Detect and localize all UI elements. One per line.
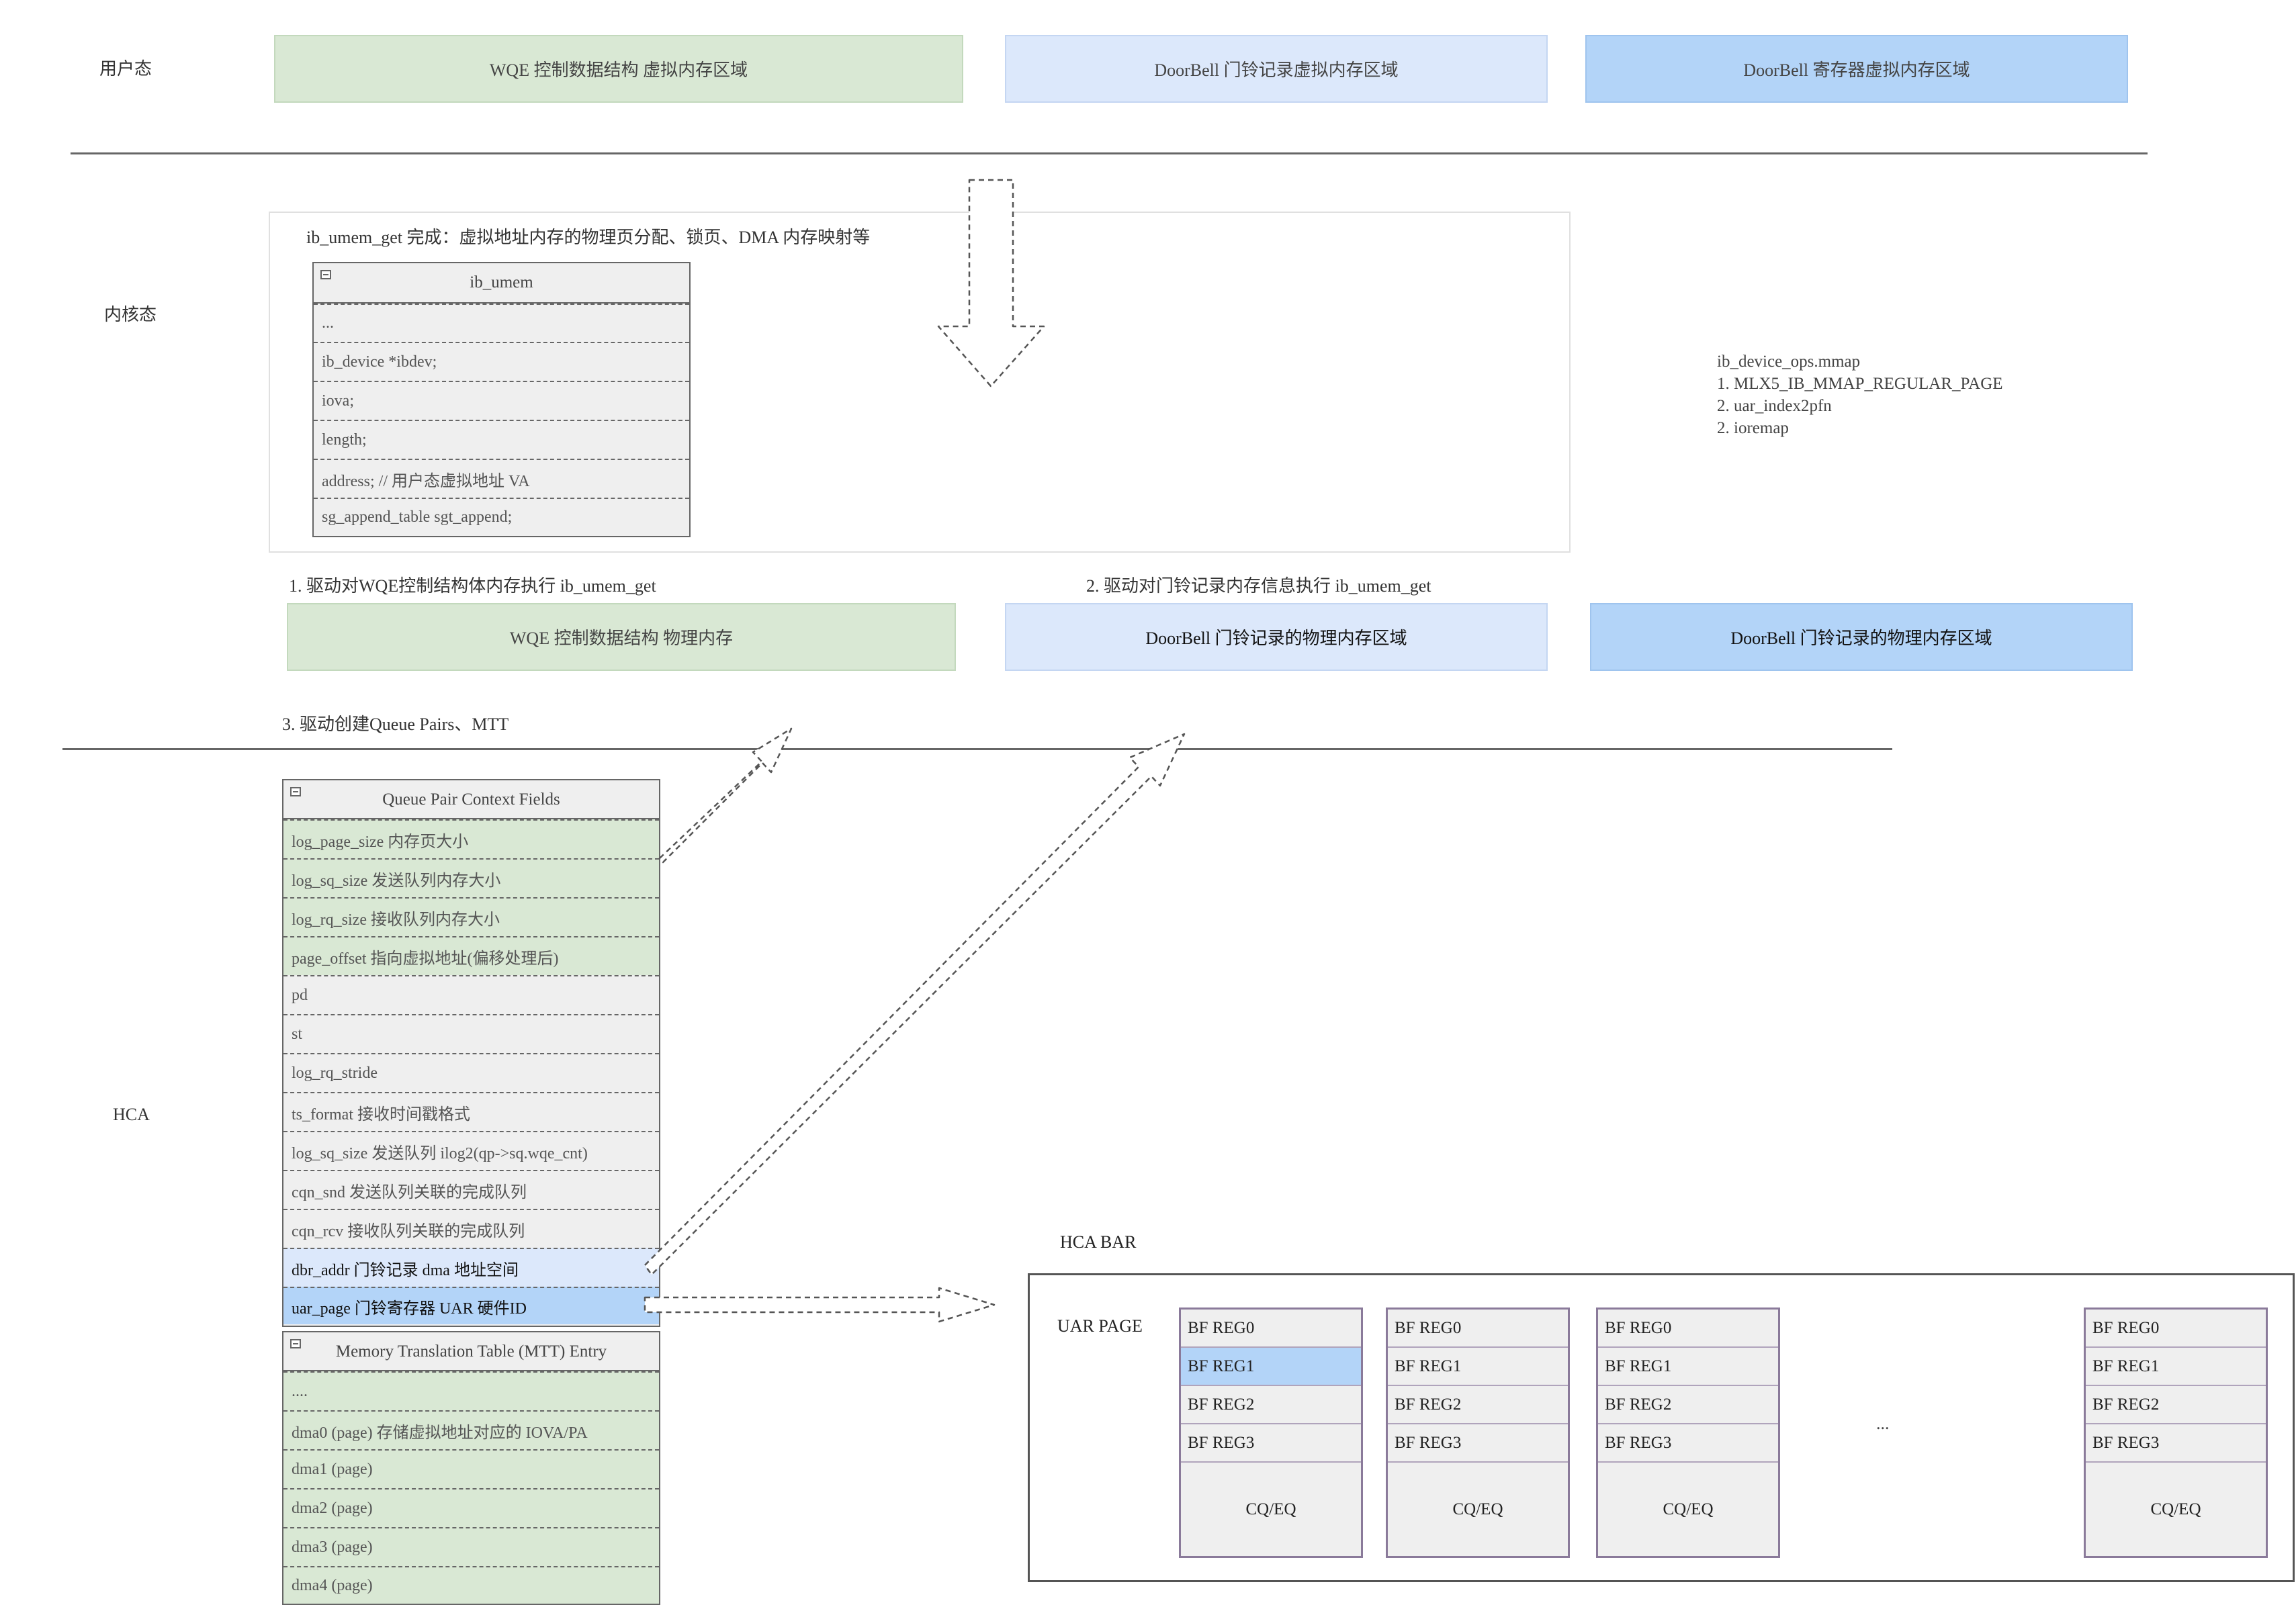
qp-field-log-sq-size-ilog: log_sq_size 发送队列 ilog2(qp->sq.wqe_cnt) [283, 1131, 659, 1170]
ib-umem-field: ... [314, 304, 689, 342]
uar-page-label: UAR PAGE [1057, 1316, 1143, 1336]
cq-eq-area: CQ/EQ [2150, 1500, 2201, 1518]
uar-page-column: BF REG0 BF REG1 BF REG2 BF REG3 CQ/EQ [1596, 1308, 1780, 1558]
down-arrow-icon [937, 179, 1045, 387]
physical-wqe-region-label: WQE 控制数据结构 物理内存 [509, 629, 734, 648]
cq-eq-area: CQ/EQ [1452, 1500, 1503, 1518]
uar-page-column: BF REG0 BF REG1 BF REG2 BF REG3 CQ/EQ [1179, 1308, 1363, 1558]
bf-reg-highlighted: BF REG1 [1181, 1348, 1361, 1386]
bf-reg: BF REG1 [2086, 1348, 2266, 1386]
uar-page-column: BF REG0 BF REG1 BF REG2 BF REG3 CQ/EQ [1386, 1308, 1570, 1558]
mtt-field: dma0 (page) 存储虚拟地址对应的 IOVA/PA [283, 1410, 659, 1449]
uar-page-ellipsis: ... [1876, 1414, 1890, 1433]
bf-reg: BF REG2 [2086, 1386, 2266, 1424]
qp-field-ts-format: ts_format 接收时间戳格式 [283, 1092, 659, 1131]
uar-page-column: BF REG0 BF REG1 BF REG2 BF REG3 CQ/EQ [2084, 1308, 2268, 1558]
user-doorbell-record-region: DoorBell 门铃记录虚拟内存区域 [1005, 35, 1548, 103]
cq-eq-area: CQ/EQ [1245, 1500, 1296, 1518]
ib-umem-title: ib_umem [470, 273, 533, 291]
physical-wqe-region: WQE 控制数据结构 物理内存 [287, 603, 956, 671]
step2-label: 2. 驱动对门铃记录内存信息执行 ib_umem_get [1086, 576, 1431, 596]
collapse-icon[interactable] [320, 270, 331, 279]
bf-reg: BF REG3 [2086, 1424, 2266, 1463]
qp-field-log-rq-size: log_rq_size 接收队列内存大小 [283, 897, 659, 936]
user-doorbell-register-region-label: DoorBell 寄存器虚拟内存区域 [1743, 60, 1970, 80]
bf-reg: BF REG1 [1388, 1348, 1568, 1386]
kernel-hca-divider [62, 748, 1892, 750]
bf-reg: BF REG1 [1598, 1348, 1778, 1386]
mtt-field: dma4 (page) [283, 1566, 659, 1604]
user-mode-label: 用户态 [99, 59, 152, 79]
hca-label: HCA [113, 1105, 150, 1124]
ib-umem-table: ib_umem ... ib_device *ibdev; iova; leng… [312, 262, 691, 537]
bf-reg: BF REG0 [1388, 1310, 1568, 1348]
user-doorbell-record-region-label: DoorBell 门铃记录虚拟内存区域 [1154, 60, 1399, 80]
ib-umem-field: length; [314, 420, 689, 459]
bf-reg: BF REG3 [1598, 1424, 1778, 1463]
qp-context-title: Queue Pair Context Fields [382, 790, 560, 809]
arrow-to-doorbell-record-icon [644, 733, 1186, 1276]
qp-field-pd: pd [283, 975, 659, 1014]
mmap-note-line: 2. ioremap [1717, 419, 1789, 437]
kernel-mode-label: 内核态 [104, 305, 157, 324]
qp-field-log-rq-stride: log_rq_stride [283, 1053, 659, 1092]
mmap-note: ib_device_ops.mmap 1. MLX5_IB_MMAP_REGUL… [1717, 351, 2003, 439]
ib-umem-header: ib_umem [314, 263, 689, 304]
hca-bar-title: HCA BAR [1060, 1232, 1137, 1252]
qp-field-cqn-rcv: cqn_rcv 接收队列关联的完成队列 [283, 1209, 659, 1248]
ib-umem-field: ib_device *ibdev; [314, 342, 689, 381]
mtt-header: Memory Translation Table (MTT) Entry [283, 1332, 659, 1371]
qp-field-st: st [283, 1014, 659, 1053]
qp-field-log-sq-size: log_sq_size 发送队列内存大小 [283, 858, 659, 897]
mtt-field: dma2 (page) [283, 1488, 659, 1527]
physical-doorbell-register-region-label: DoorBell 门铃记录的物理内存区域 [1730, 629, 1992, 648]
physical-doorbell-record-region: DoorBell 门铃记录的物理内存区域 [1005, 603, 1548, 671]
qp-field-uar-page: uar_page 门铃寄存器 UAR 硬件ID [283, 1287, 659, 1324]
ib-umem-field: address; // 用户态虚拟地址 VA [314, 459, 689, 498]
step3-label: 3. 驱动创建Queue Pairs、MTT [282, 715, 509, 734]
user-kernel-divider [71, 152, 2148, 154]
user-doorbell-register-region: DoorBell 寄存器虚拟内存区域 [1585, 35, 2128, 103]
bf-reg: BF REG2 [1181, 1386, 1361, 1424]
collapse-icon[interactable] [290, 787, 301, 796]
bf-reg: BF REG3 [1388, 1424, 1568, 1463]
collapse-icon[interactable] [290, 1339, 301, 1348]
mmap-note-line: 2. uar_index2pfn [1717, 397, 1832, 415]
arrow-to-wqe-physical-icon [658, 727, 793, 864]
ib-umem-field: sg_append_table sgt_append; [314, 498, 689, 536]
mtt-table: Memory Translation Table (MTT) Entry ...… [282, 1331, 660, 1605]
mmap-note-line: ib_device_ops.mmap [1717, 353, 1861, 371]
mtt-field: dma3 (page) [283, 1527, 659, 1566]
mmap-note-line: 1. MLX5_IB_MMAP_REGULAR_PAGE [1717, 375, 2003, 393]
umem-get-note: ib_umem_get 完成：虚拟地址内存的物理页分配、锁页、DMA 内存映射等 [306, 228, 871, 247]
bf-reg: BF REG0 [2086, 1310, 2266, 1348]
qp-field-page-offset: page_offset 指向虚拟地址(偏移处理后) [283, 936, 659, 975]
bf-reg: BF REG0 [1598, 1310, 1778, 1348]
qp-context-table: Queue Pair Context Fields log_page_size … [282, 779, 660, 1327]
qp-context-header: Queue Pair Context Fields [283, 780, 659, 819]
physical-doorbell-record-region-label: DoorBell 门铃记录的物理内存区域 [1145, 629, 1407, 648]
ib-umem-field: iova; [314, 381, 689, 420]
bf-reg: BF REG0 [1181, 1310, 1361, 1348]
bf-reg: BF REG2 [1388, 1386, 1568, 1424]
arrow-to-uar-page-icon [644, 1287, 996, 1323]
user-wqe-region-label: WQE 控制数据结构 虚拟内存区域 [489, 60, 748, 80]
mtt-field: dma1 (page) [283, 1449, 659, 1488]
mtt-title: Memory Translation Table (MTT) Entry [335, 1342, 607, 1361]
user-wqe-region: WQE 控制数据结构 虚拟内存区域 [274, 35, 963, 103]
qp-field-cqn-snd: cqn_snd 发送队列关联的完成队列 [283, 1170, 659, 1209]
bf-reg: BF REG2 [1598, 1386, 1778, 1424]
bf-reg: BF REG3 [1181, 1424, 1361, 1463]
physical-doorbell-register-region: DoorBell 门铃记录的物理内存区域 [1590, 603, 2133, 671]
qp-field-log-page-size: log_page_size 内存页大小 [283, 819, 659, 858]
cq-eq-area: CQ/EQ [1663, 1500, 1714, 1518]
qp-field-dbr-addr: dbr_addr 门铃记录 dma 地址空间 [283, 1248, 659, 1287]
step1-label: 1. 驱动对WQE控制结构体内存执行 ib_umem_get [289, 576, 656, 596]
mtt-field: .... [283, 1371, 659, 1410]
